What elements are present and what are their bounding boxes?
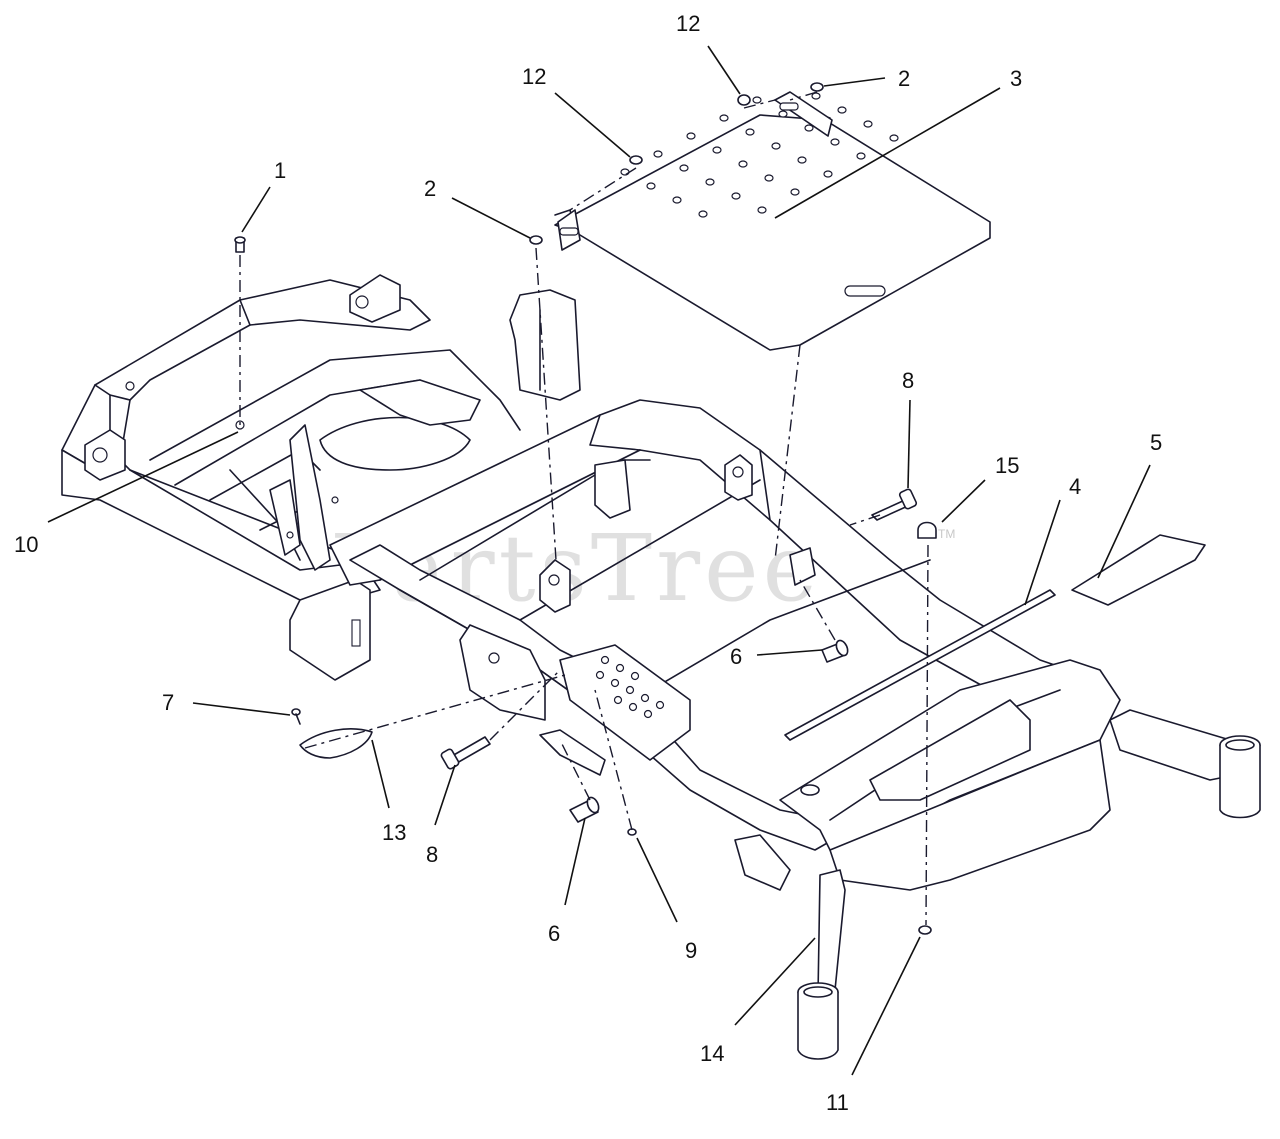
callout-4: 4 — [1069, 474, 1081, 499]
callout-8-upper: 8 — [902, 368, 914, 393]
plate-hole — [764, 174, 774, 182]
callout-15: 15 — [995, 453, 1019, 478]
callout-10: 10 — [14, 532, 38, 557]
fastener-part-1 — [234, 236, 246, 253]
callout-11: 11 — [826, 1090, 849, 1115]
washer-part-2-a — [529, 235, 543, 245]
plate-hole — [797, 156, 807, 164]
plate-hole — [804, 124, 814, 132]
nut-part-11 — [918, 925, 932, 935]
callout-13: 13 — [382, 820, 406, 845]
fastener-part-7 — [291, 708, 301, 725]
plate-hole — [672, 196, 682, 204]
plate-hole — [738, 160, 748, 168]
plate-hole — [757, 206, 767, 214]
plate-hole — [719, 114, 729, 122]
spacer-part-6-lower — [569, 796, 600, 823]
callout-14: 14 — [700, 1041, 724, 1066]
plate-hole — [646, 182, 656, 190]
watermark-trademark: TM — [938, 527, 955, 541]
plate-hole — [811, 92, 821, 100]
shield-part-13 — [299, 728, 373, 759]
callout-labels: 1 2 2 3 4 5 6 6 7 8 8 9 10 11 12 12 13 1… — [14, 11, 1162, 1115]
callout-3: 3 — [1010, 66, 1022, 91]
callout-9: 9 — [685, 938, 697, 963]
callout-12-left: 12 — [522, 64, 546, 89]
plate-hole — [686, 132, 696, 140]
washer-part-2-b — [810, 82, 824, 92]
plate-hole — [830, 138, 840, 146]
callout-6-upper: 6 — [730, 644, 742, 669]
decal-part-4 — [784, 589, 1056, 741]
plate-hole — [653, 150, 663, 158]
main-frame-rails — [329, 399, 1261, 1060]
knob-part-15 — [917, 521, 937, 539]
nut-part-12-a — [629, 155, 643, 165]
callout-6-lower: 6 — [548, 921, 560, 946]
callout-1: 1 — [274, 158, 286, 183]
plate-hole — [620, 168, 630, 176]
callout-2-left: 2 — [424, 176, 436, 201]
plate-hole — [771, 142, 781, 150]
plate-hole — [790, 188, 800, 196]
plate-hole — [705, 178, 715, 186]
rear-mount-frame — [61, 274, 581, 681]
leader-lines — [47, 45, 1151, 1076]
plate-hole — [889, 134, 899, 142]
plate-hole — [679, 164, 689, 172]
spacer-part-6-upper — [821, 639, 849, 663]
plate-hole — [856, 152, 866, 160]
nut-part-12-b — [737, 94, 751, 106]
plate-hole — [823, 170, 833, 178]
plate-hole — [712, 146, 722, 154]
bracket-holes — [595, 655, 665, 719]
callout-2-right: 2 — [898, 66, 910, 91]
bolt-part-8-upper — [871, 488, 918, 521]
bolt-part-8-lower — [440, 736, 491, 770]
callout-7: 7 — [162, 690, 174, 715]
pad-part-5 — [1071, 534, 1206, 606]
plate-hole — [698, 210, 708, 218]
plate-hole — [837, 106, 847, 114]
plate-hole — [863, 120, 873, 128]
plate-hole — [731, 192, 741, 200]
callout-12-top: 12 — [676, 11, 700, 36]
plate-hole — [778, 110, 788, 118]
plate-hole — [752, 96, 762, 104]
assembly-lines — [239, 91, 929, 926]
callout-8-lower: 8 — [426, 842, 438, 867]
callout-5: 5 — [1150, 430, 1162, 455]
plate-hole — [745, 128, 755, 136]
